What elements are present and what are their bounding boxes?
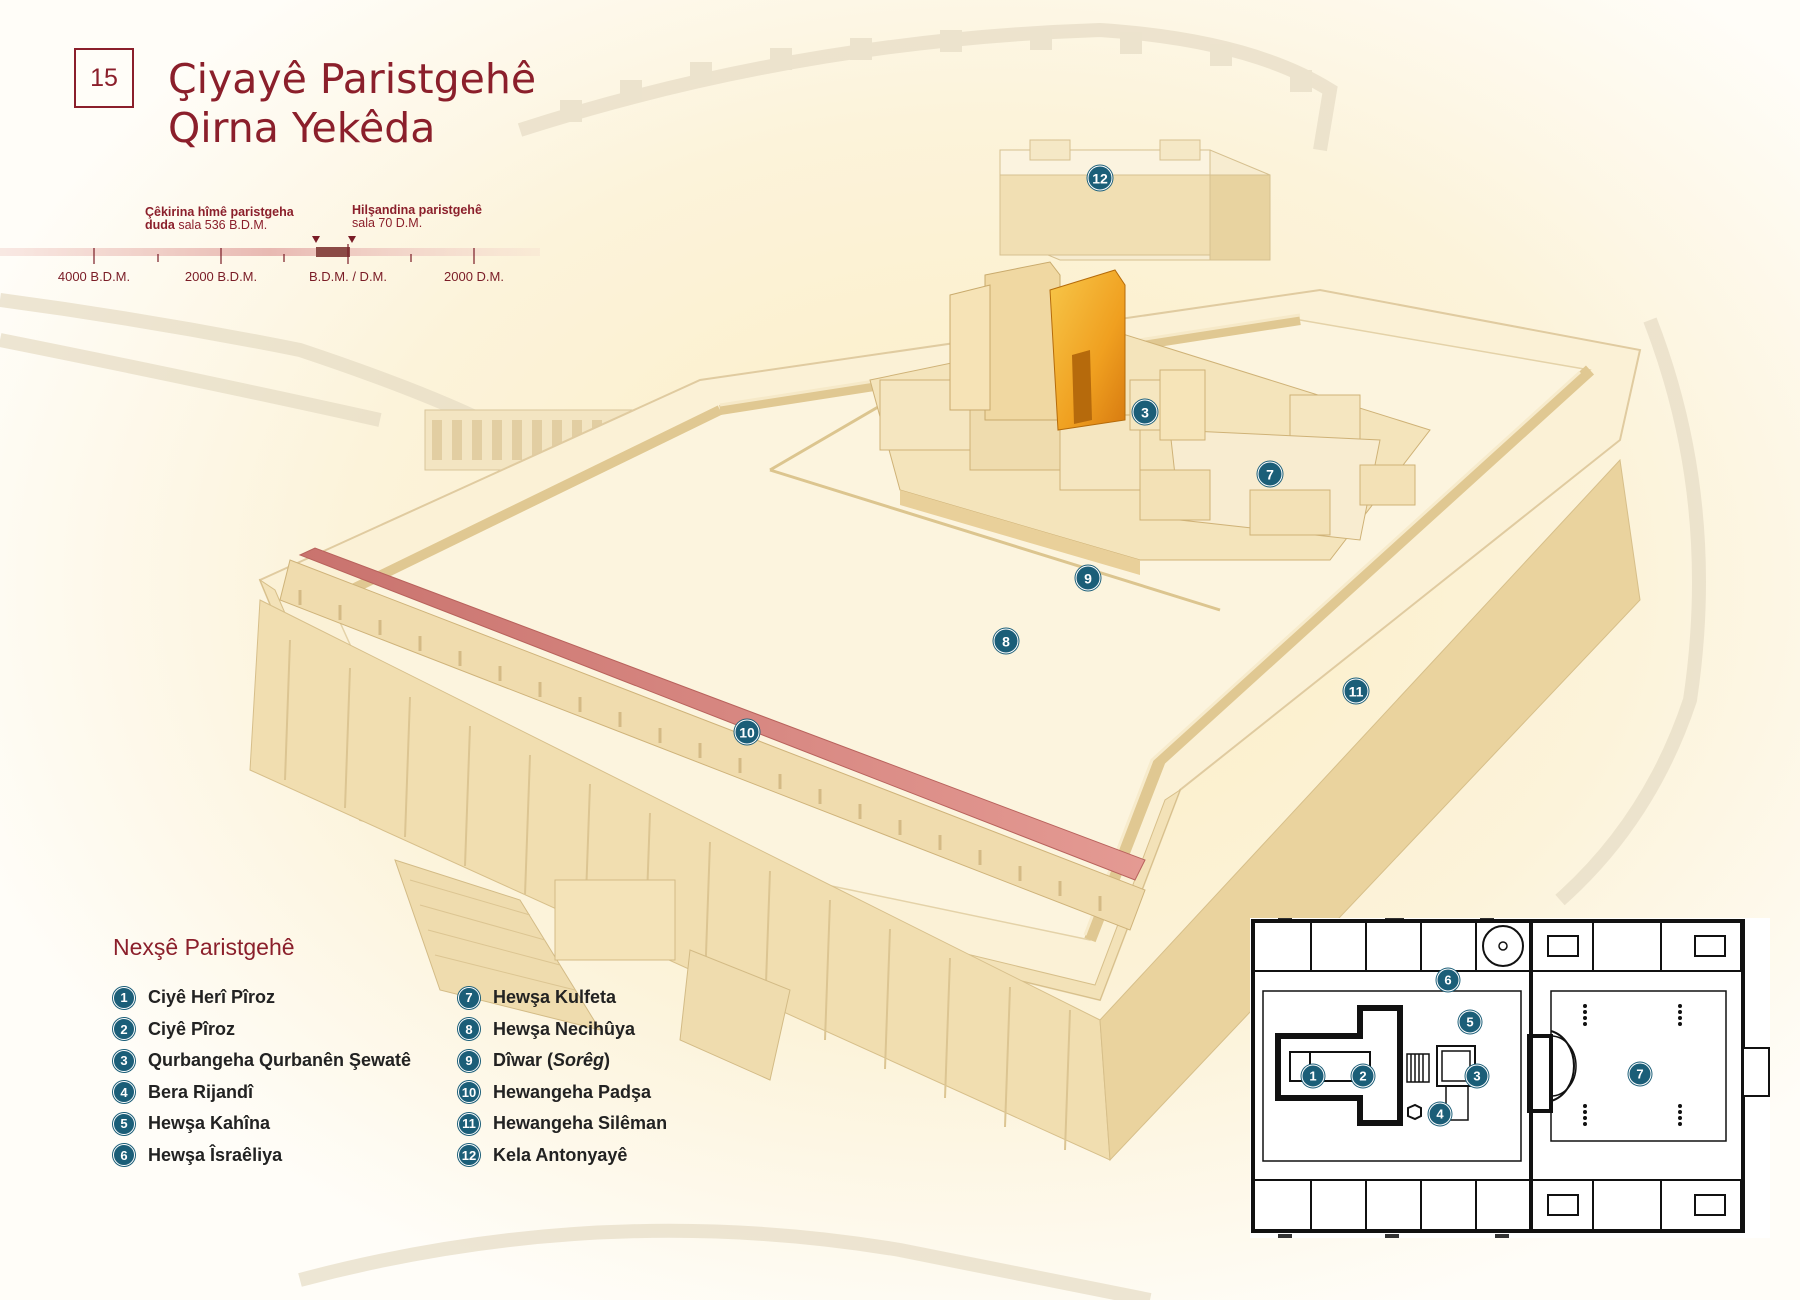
royal-stoa [279, 547, 1146, 931]
timeline-end-marker [348, 236, 356, 243]
floor-plan [1250, 918, 1770, 1238]
legend-title: Nexşê Paristgehê [113, 934, 295, 960]
title-line-2: Qirna Yekêda [168, 104, 436, 152]
scene-marker-10: 10 [734, 719, 760, 745]
plan-marker-5: 5 [1458, 1010, 1482, 1034]
timeline-ticks [93, 244, 475, 264]
plan-marker-6: 6 [1436, 968, 1460, 992]
scene-marker-8: 8 [993, 628, 1019, 654]
plan-court-of-priests [1262, 990, 1522, 1162]
chapter-number-badge: 15 [74, 48, 134, 108]
page-title: Çiyayê Paristgehê Qirna Yekêda [168, 55, 536, 153]
city-walls [0, 22, 1706, 1300]
timeline-start-marker [312, 236, 320, 243]
plan-marker-4: 4 [1428, 1102, 1452, 1126]
southern-stairs [394, 859, 791, 1081]
scene-marker-9: 9 [1075, 565, 1101, 591]
scene-marker-11: 11 [1343, 678, 1369, 704]
plan-court-of-women [1550, 990, 1727, 1142]
plan-marker-7: 7 [1628, 1062, 1652, 1086]
scene-marker-3: 3 [1132, 399, 1158, 425]
timeline-period [316, 247, 350, 257]
city-wall-crenels [560, 28, 1312, 122]
timeline-tick-label: 2000 D.M. [444, 269, 504, 284]
timeline-tick-label: 4000 B.D.M. [57, 269, 131, 284]
timeline-event-rebuild: Çêkirina hîmê paristgeha duda sala 536 B… [145, 205, 294, 232]
plan-sanctuary [1275, 1005, 1403, 1126]
timeline-track [0, 248, 540, 256]
fortress-antonia [999, 139, 1271, 261]
timeline-tick-label: 2000 B.D.M. [184, 269, 258, 284]
plan-marker-3: 3 [1465, 1064, 1489, 1088]
timeline-bar [0, 236, 540, 264]
sanctuary [869, 261, 1431, 575]
title-line-1: Çiyayê Paristgehê [168, 55, 537, 103]
timeline-event-destruction: Hilşandina paristgehê sala 70 D.M. [352, 203, 482, 230]
timeline-tick-label: B.D.M. / D.M. [309, 269, 387, 284]
plan-marker-2: 2 [1351, 1064, 1375, 1088]
plan-marker-1: 1 [1301, 1064, 1325, 1088]
scene-marker-7: 7 [1257, 461, 1283, 487]
scene-marker-12: 12 [1087, 165, 1113, 191]
